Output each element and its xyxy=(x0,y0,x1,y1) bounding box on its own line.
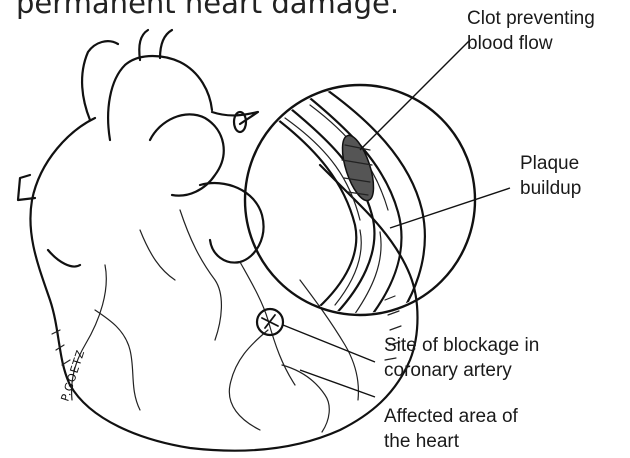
heart-drawing xyxy=(18,30,418,451)
magnified-artery-inset xyxy=(245,85,475,335)
plaque-leader-line xyxy=(390,188,510,228)
affected-area-label: Affected area of the heart xyxy=(384,404,518,454)
affected-area-leader-line xyxy=(300,370,375,397)
artist-signature: P.GOETZ xyxy=(58,348,87,403)
blockage-site-label: Site of blockage in coronary artery xyxy=(384,333,539,383)
blockage-leader-line xyxy=(283,325,375,362)
plaque-label: Plaque buildup xyxy=(520,151,581,201)
clot-label: Clot preventing blood flow xyxy=(467,6,595,56)
